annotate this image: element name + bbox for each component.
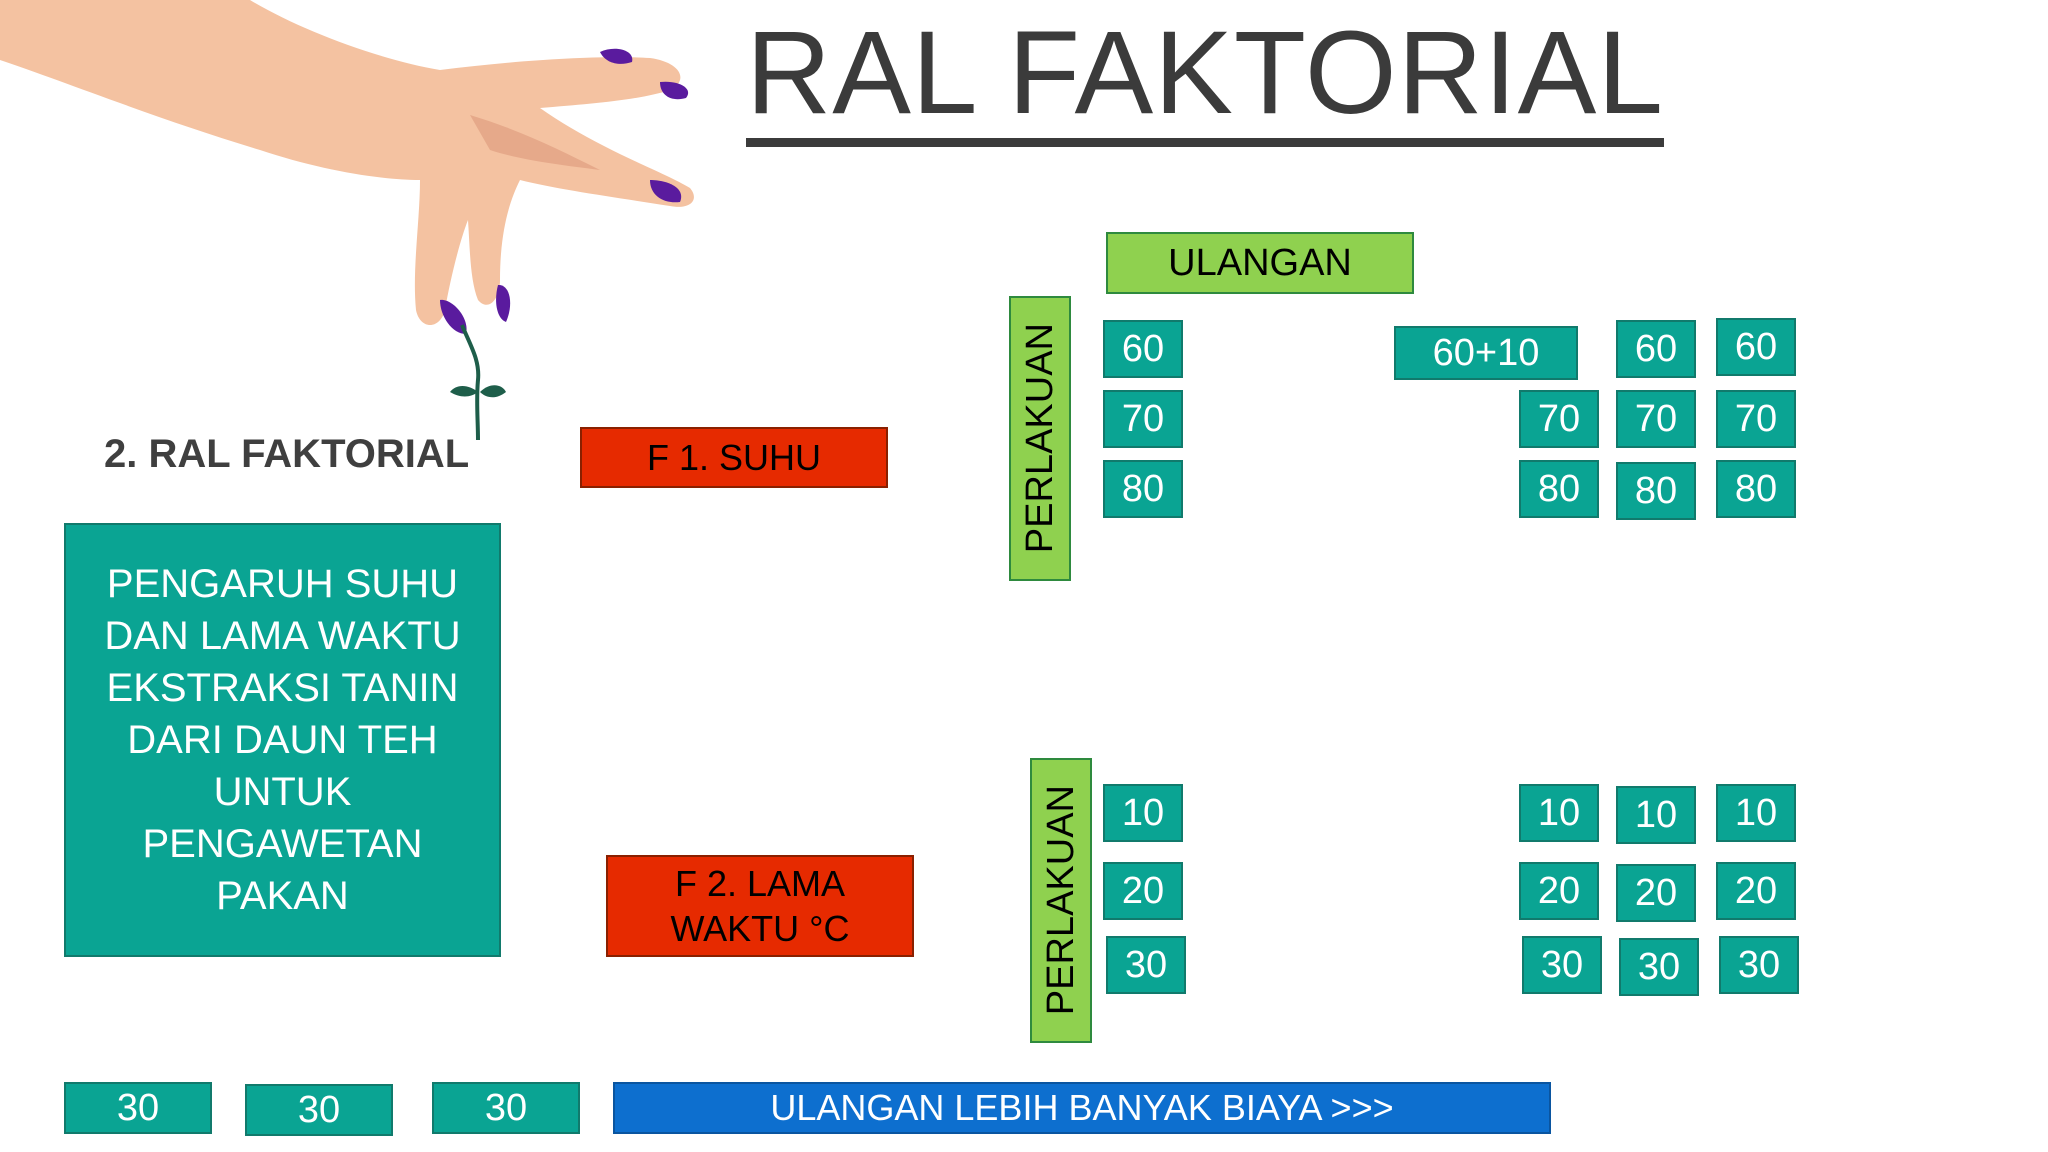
hand-shadow [470,115,600,170]
perlakuan-label-bottom: PERLAKUAN [1030,758,1092,1043]
nail-4 [496,284,511,322]
description-line: PAKAN [216,874,349,918]
factor1-grid-cell: 70 [1616,390,1696,448]
factor2-grid-cell: 30 [1719,936,1799,994]
factor2-label: F 2. LAMA WAKTU °C [606,855,914,957]
perlakuan-label-top: PERLAKUAN [1009,296,1071,581]
factor1-grid-cell: 80 [1716,460,1796,518]
description-line: DAN LAMA WAKTU [104,614,461,658]
sprout-stem [460,324,481,441]
factor1-grid-cell: 80 [1519,460,1599,518]
factor2-grid-cell: 20 [1716,862,1796,920]
nail-2 [660,81,689,100]
description-line: UNTUK [213,770,352,814]
factor1-grid-cell: 80 [1616,462,1696,520]
factor1-grid-cell: 60+10 [1394,326,1578,380]
description-line: PENGAWETAN [142,822,423,866]
factor2-grid-cell: 10 [1519,784,1599,842]
nail-3 [650,180,682,203]
factor1-grid-cell: 70 [1519,390,1599,448]
description-text: PENGARUH SUHU DAN LAMA WAKTU EKSTRAKSI T… [104,558,460,922]
sprout-leaf-left [450,386,478,397]
nail-5 [440,299,467,334]
factor2-grid-cell: 30 [1619,938,1699,996]
factor2-label-line: F 2. LAMA [674,863,846,904]
ulangan-header: ULANGAN [1106,232,1414,294]
bottom-box: 30 [64,1082,212,1134]
factor2-value: 30 [1106,936,1186,994]
description-line: PENGARUH SUHU [106,562,459,606]
perlakuan-text: PERLAKUAN [1039,785,1082,1016]
hand-shape [0,0,694,325]
nail-1 [600,48,633,64]
factor2-grid-cell: 20 [1519,862,1599,920]
description-line: DARI DAUN TEH [127,718,438,762]
factor2-value: 10 [1103,784,1183,842]
factor1-value: 60 [1103,320,1183,378]
factor1-grid-cell: 60 [1616,320,1696,378]
factor1-grid-cell: 70 [1716,390,1796,448]
section-subtitle: 2. RAL FAKTORIAL [104,432,470,476]
factor2-value: 20 [1103,862,1183,920]
factor1-value: 80 [1103,460,1183,518]
factor2-grid-cell: 10 [1616,786,1696,844]
factor2-label-line: WAKTU °C [670,908,850,949]
factor1-grid-cell: 60 [1716,318,1796,376]
factor1-value: 70 [1103,390,1183,448]
bottom-box: 30 [245,1084,393,1136]
perlakuan-text: PERLAKUAN [1018,323,1061,554]
hand-illustration [0,0,694,441]
factor2-grid-cell: 30 [1522,936,1602,994]
description-line: EKSTRAKSI TANIN [106,666,459,710]
description-box: PENGARUH SUHU DAN LAMA WAKTU EKSTRAKSI T… [64,523,501,957]
bottom-box: 30 [432,1082,580,1134]
factor2-grid-cell: 20 [1616,864,1696,922]
page-title: RAL FAKTORIAL [746,14,1664,147]
bottom-bar: ULANGAN LEBIH BANYAK BIAYA >>> [613,1082,1551,1134]
factor1-label: F 1. SUHU [580,427,888,488]
factor2-grid-cell: 10 [1716,784,1796,842]
sprout-leaf-right [480,385,506,398]
